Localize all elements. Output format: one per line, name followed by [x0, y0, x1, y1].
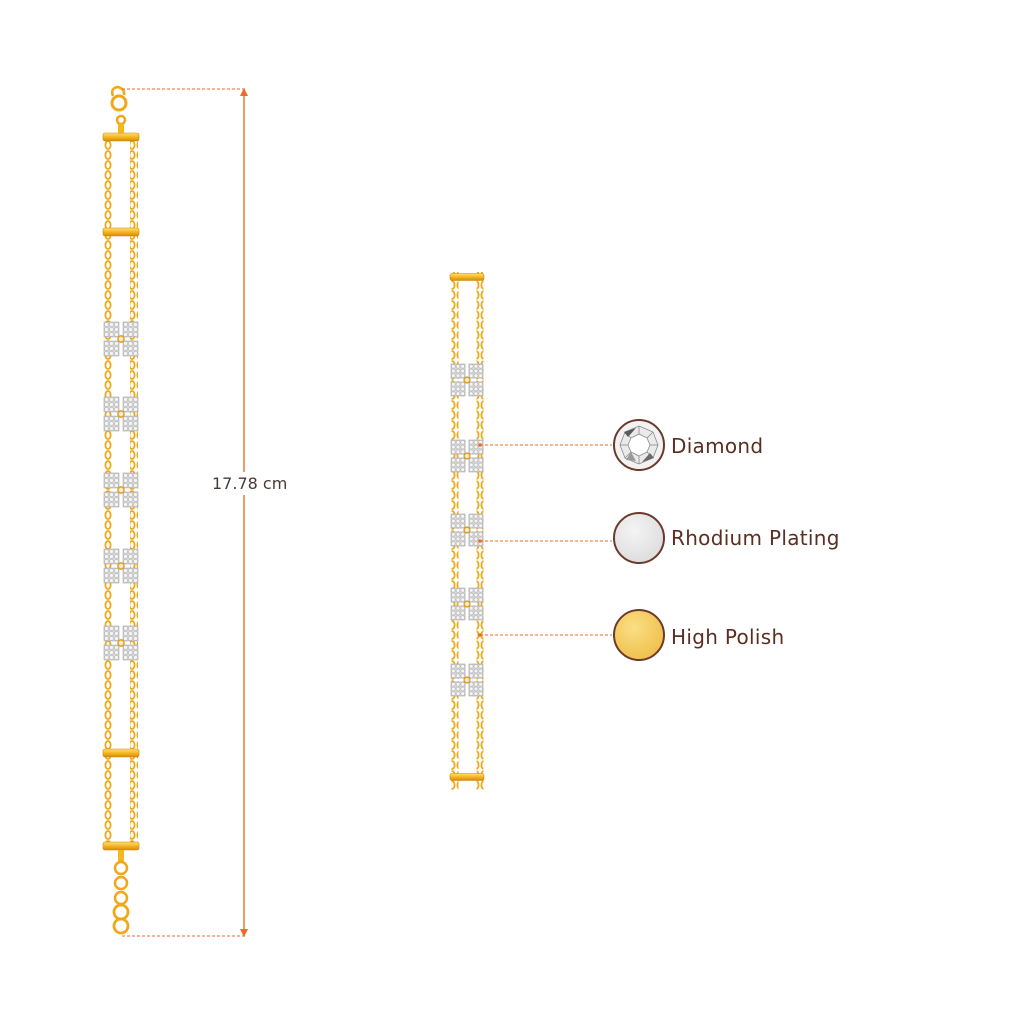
legend-label-diamond: Diamond: [671, 434, 764, 458]
bracelet-detail-view: [449, 272, 485, 790]
legend-label-rhodium: Rhodium Plating: [671, 526, 840, 550]
legend-label-polish: High Polish: [671, 625, 785, 649]
diamond-swatch: [613, 419, 665, 471]
bracelet-full-view: [102, 85, 140, 935]
leader-lines: [478, 443, 612, 637]
high-polish-swatch: [613, 609, 665, 661]
rhodium-swatch: [613, 512, 665, 564]
dimension-line: [122, 88, 248, 937]
length-label: 17.78 cm: [212, 472, 288, 495]
